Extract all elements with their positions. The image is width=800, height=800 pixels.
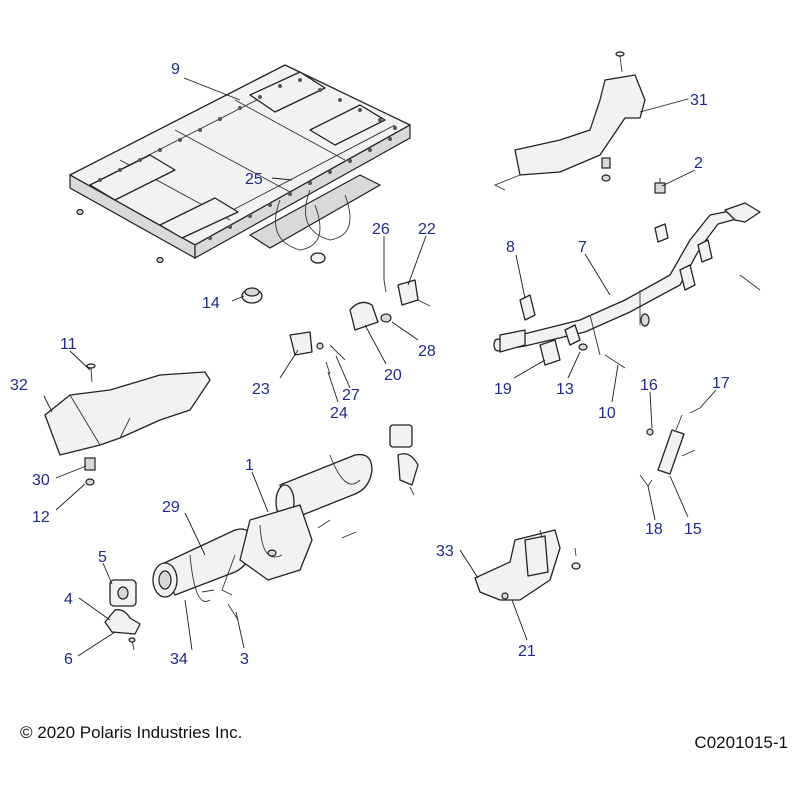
muffler-isolator-upper [389,424,419,496]
part-9-bed-frame [69,64,411,264]
part-7-exhaust-pipe [493,202,761,356]
bracket-group-center [289,279,431,375]
exhaust-hangers [519,223,761,369]
part-21-bracket [474,529,581,601]
callout-12: 12 [32,509,50,526]
callout-11: 11 [60,336,77,353]
part-4-clamp [104,609,141,635]
callout-20: 20 [384,367,402,384]
callout-28: 28 [418,343,436,360]
callout-31: 31 [690,92,708,109]
callout-27: 27 [342,387,360,404]
copyright-notice: © 2020 Polaris Industries Inc. [20,723,243,742]
callout-14: 14 [202,295,220,312]
figure-code: C0201015-1 [694,733,788,752]
callout-2: 2 [694,155,703,172]
part-5-isolator [109,579,137,607]
callout-18: 18 [645,521,663,538]
part-32-heat-shield [44,363,211,486]
callout-13: 13 [556,381,574,398]
callout-16: 16 [640,377,658,394]
callout-17: 17 [712,375,730,392]
part-14-grommet [241,287,263,304]
callout-22: 22 [418,221,436,238]
callout-29: 29 [162,499,180,516]
part-31-heat-shield [493,51,646,191]
callout-34: 34 [170,651,188,668]
bed-frame-holes [98,78,397,240]
callout-23: 23 [252,381,270,398]
callout-6: 6 [64,651,73,668]
callout-32: 32 [10,377,28,394]
callout-3: 3 [240,651,249,668]
callout-10: 10 [598,405,616,422]
callout-9: 9 [171,61,180,78]
leader-lines [43,77,717,657]
callout-8: 8 [506,239,515,256]
callout-26: 26 [372,221,390,238]
callout-7: 7 [578,239,587,256]
part-6-bolt [128,637,136,651]
part-2-fastener [654,178,666,194]
callout-30: 30 [32,472,50,489]
part-15-strut [639,407,701,487]
callout-33: 33 [436,543,454,560]
callout-5: 5 [98,549,107,566]
callout-21: 21 [518,643,536,660]
callout-24: 24 [330,405,348,422]
callout-15: 15 [684,521,702,538]
callout-1: 1 [245,457,254,474]
callout-labels: 9 31 2 25 26 22 8 7 14 11 23 20 28 32 27… [10,61,730,668]
callout-19: 19 [494,381,512,398]
callout-25: 25 [245,171,263,188]
part-1-muffler [152,453,373,621]
callout-4: 4 [64,591,73,608]
